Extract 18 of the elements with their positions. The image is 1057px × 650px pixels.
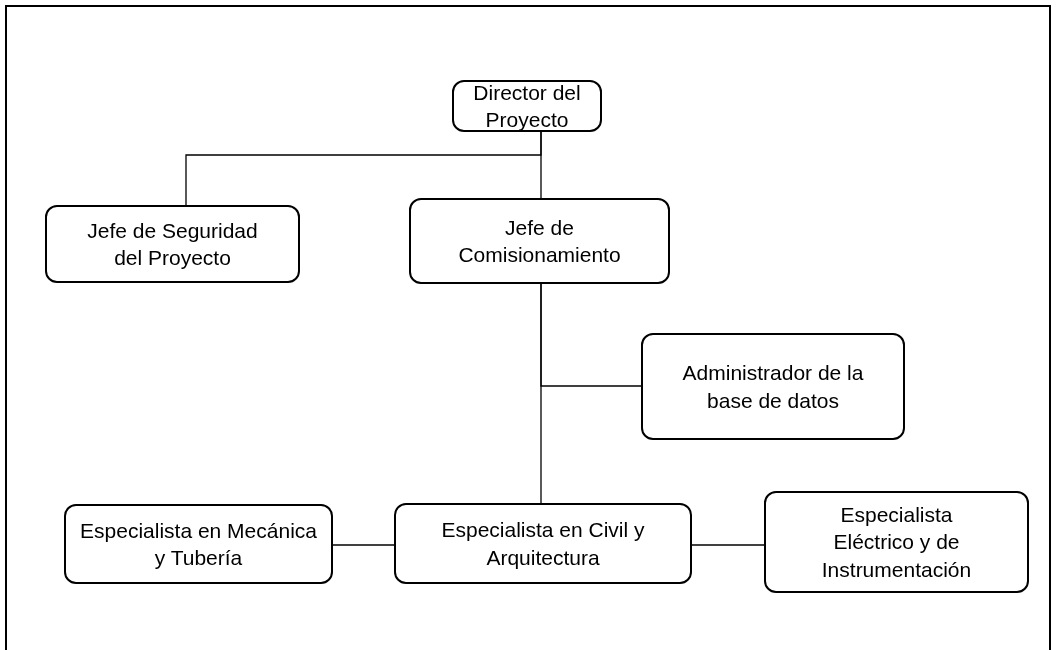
role-box xyxy=(764,491,1029,593)
role-box xyxy=(394,503,692,584)
connector-line xyxy=(540,131,542,199)
role-title: Especialista Eléctrico y de Instrumentación xyxy=(820,502,973,583)
role-title: Especialista en Civil y Arquitectura xyxy=(440,517,646,571)
connector-line xyxy=(332,544,395,546)
role-title: Jefe de Comisionamiento xyxy=(457,214,622,268)
connector-line xyxy=(540,283,542,504)
role-box xyxy=(641,333,905,440)
role-title: Especialista en Mecánica y Tubería xyxy=(79,517,318,571)
role-box xyxy=(452,80,602,132)
role-title: Jefe de Seguridad del Proyecto xyxy=(86,217,259,271)
role-box xyxy=(64,504,333,584)
role-box xyxy=(409,198,670,284)
connector-line xyxy=(691,544,765,546)
role-box xyxy=(45,205,300,283)
role-title: Director del Proyecto xyxy=(472,79,582,133)
role-title: Administrador de la base de datos xyxy=(681,360,865,414)
